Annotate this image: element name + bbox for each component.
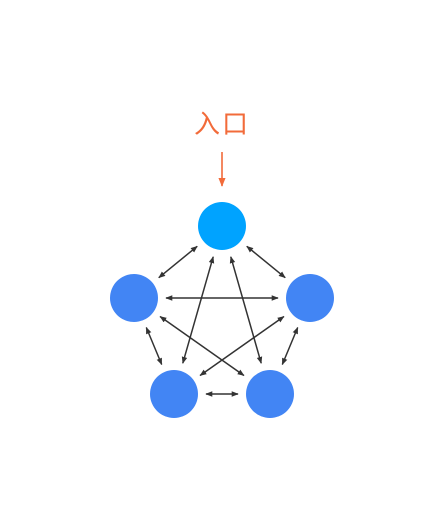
node-bottom-left xyxy=(150,370,198,418)
node-left xyxy=(110,274,158,322)
edge-right-bottom-left xyxy=(199,315,285,377)
node-bottom-right xyxy=(246,370,294,418)
entry-label: 入口 xyxy=(194,110,250,140)
edge-entry-bottom-left xyxy=(181,256,215,364)
edge-entry-right xyxy=(246,245,286,279)
node-right xyxy=(286,274,334,322)
edge-entry-bottom-right xyxy=(229,256,263,364)
edge-entry-left xyxy=(158,245,198,279)
edge-right-bottom-right xyxy=(281,326,299,366)
nodes-group xyxy=(110,202,334,418)
edges-group xyxy=(145,245,299,397)
node-entry xyxy=(198,202,246,250)
edge-left-bottom-left xyxy=(145,326,163,366)
edge-left-bottom-right xyxy=(159,315,245,377)
